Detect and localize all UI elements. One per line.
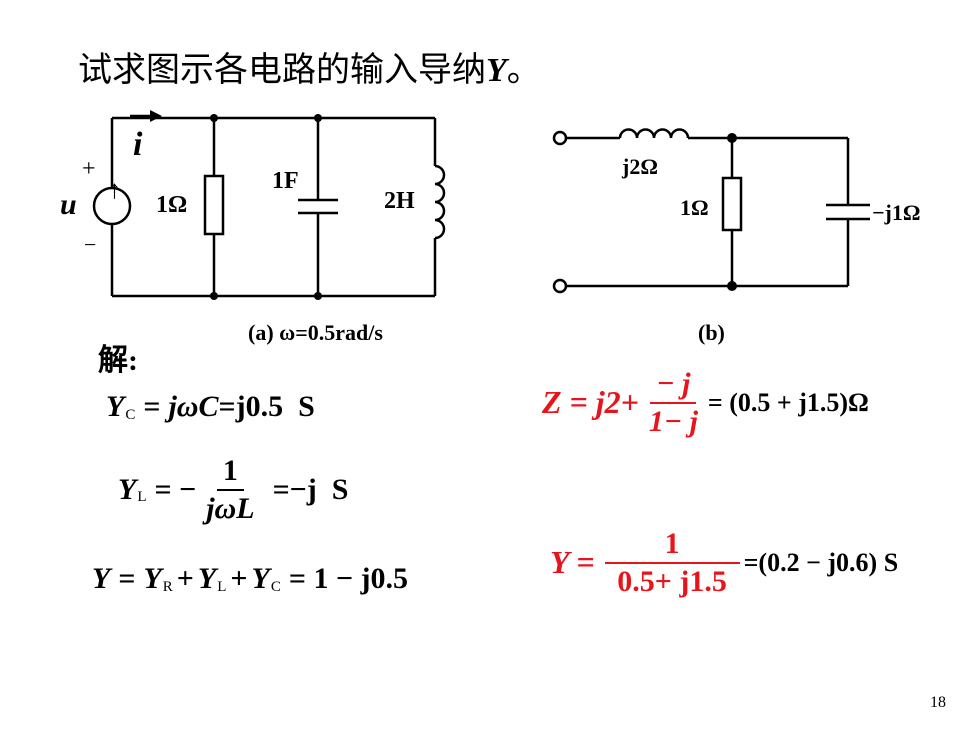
a-current-arrowhead <box>150 110 162 122</box>
eq-yc-expr: jωC <box>168 390 219 423</box>
solution-label: 解: <box>98 344 138 377</box>
a-minus-sign: − <box>84 232 97 257</box>
eq-ya-numerator: 1 <box>604 528 740 564</box>
eq-yl-numerator: 1 <box>216 455 244 491</box>
title-text: 试求图示各电路的输入导纳 <box>78 52 486 89</box>
a-node <box>210 292 218 300</box>
eq-y-sub2: L <box>217 578 227 595</box>
eq-y-var: Y <box>92 562 111 595</box>
eq-ya-result: =(0.2 − j0.6) S <box>743 547 899 577</box>
eq-ya-denominator: 0.5+ j1.5 <box>617 564 727 598</box>
a-node <box>210 114 218 122</box>
eq-yl-sub: L <box>137 489 147 505</box>
eq-z: Z = j2+ − j 1− j = (0.5 + j1.5)Ω <box>542 368 869 437</box>
eq-y-result: = 1 − j0.5 <box>288 562 409 595</box>
a-resistor <box>203 174 225 236</box>
a-inductor <box>434 164 446 240</box>
eq-yl-equals: = − <box>154 472 197 506</box>
eq-yc-sub: C <box>125 406 136 423</box>
b-resistor-label: 1Ω <box>680 195 709 220</box>
eq-yl-fraction: 1 jωL <box>200 455 260 524</box>
a-capacitor-label: 1F <box>272 168 299 194</box>
b-inductor <box>618 128 690 139</box>
a-caption: (a) ω=0.5rad/s <box>248 320 383 345</box>
title-variable: Y <box>486 52 507 89</box>
eq-y-term2: Y <box>197 562 217 595</box>
a-node <box>314 114 322 122</box>
eq-y-term1: Y <box>143 562 162 595</box>
b-node <box>727 133 737 143</box>
b-capacitor-label: −j1Ω <box>872 200 921 225</box>
eq-z-numerator: − j <box>650 368 697 404</box>
b-resistor <box>721 176 743 232</box>
page-title: 试求图示各电路的输入导纳Y。 <box>78 42 541 91</box>
eq-yc-result: =j0.5 S <box>218 390 315 423</box>
a-node <box>314 292 322 300</box>
eq-y-equals: = <box>118 562 136 595</box>
eq-yc-var: Y <box>106 390 125 423</box>
eq-yl-denominator: jωL <box>206 491 255 525</box>
b-inductor-label: j2Ω <box>622 154 658 179</box>
eq-ya-fraction: 1 0.5+ j1.5 <box>604 528 740 598</box>
b-node <box>727 281 737 291</box>
eq-y-sub1: R <box>162 578 173 595</box>
a-plus-sign: + <box>82 156 96 182</box>
eq-yl-result: =−j S <box>272 472 349 506</box>
eq-z-denominator: 1− j <box>648 404 698 438</box>
a-voltage-source <box>92 186 132 226</box>
eq-y-admittance: Y = 1 0.5+ j1.5 =(0.2 − j0.6) S <box>550 528 898 597</box>
title-end: 。 <box>506 52 541 89</box>
circuit-a <box>92 114 446 298</box>
eq-y-term3: Y <box>251 562 270 595</box>
eq-y-plus1: + <box>176 562 194 595</box>
circuit-b <box>552 128 870 294</box>
eq-z-fraction: − j 1− j <box>643 368 704 437</box>
eq-y-plus2: + <box>230 562 248 595</box>
b-caption: (b) <box>698 320 725 345</box>
eq-yc-equals: = <box>143 390 161 423</box>
a-inductor-label: 2H <box>384 188 415 214</box>
a-resistor-label: 1Ω <box>156 192 188 218</box>
eq-y-sub3: C <box>270 578 281 595</box>
eq-z-result: = (0.5 + j1.5)Ω <box>707 387 869 417</box>
a-source-arrow-up: ↑ <box>108 175 121 204</box>
b-terminal-bottom <box>552 278 568 294</box>
eq-yl-var: Y <box>118 472 137 506</box>
a-source-label: u <box>60 188 77 221</box>
b-terminal-top <box>552 130 568 146</box>
a-current-label: i <box>133 126 143 163</box>
page-number: 18 <box>930 694 946 711</box>
eq-ya-lhs: Y = <box>550 544 595 580</box>
eq-z-lhs: Z = j2+ <box>542 384 639 420</box>
